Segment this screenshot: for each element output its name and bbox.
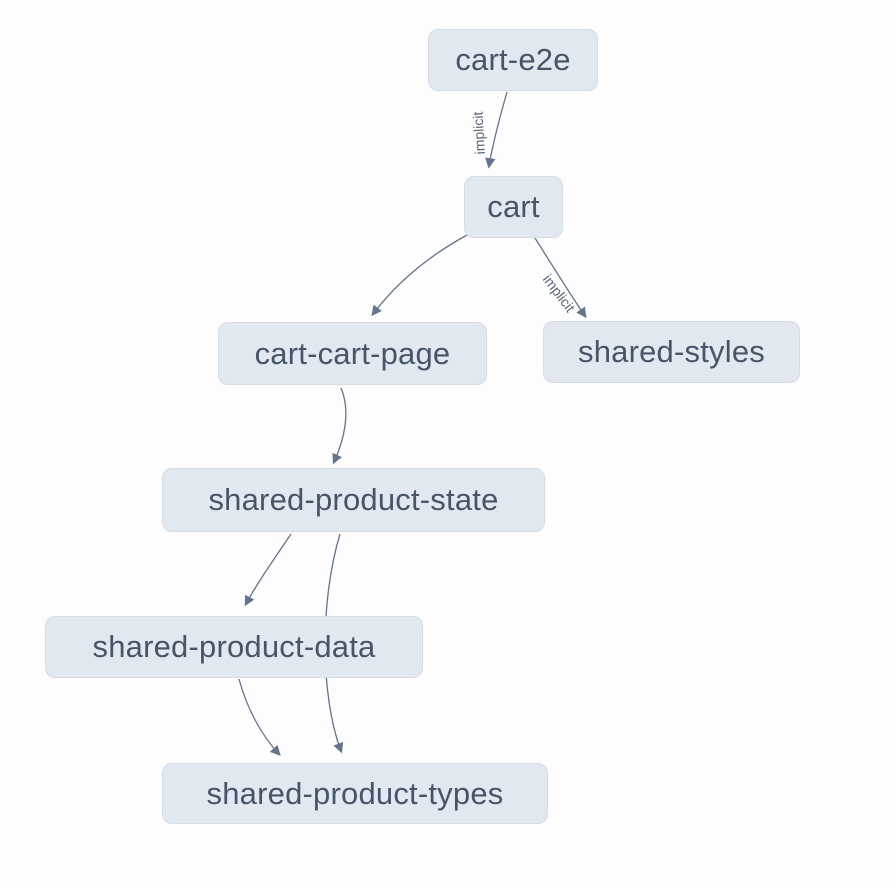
node-shared-styles[interactable]: shared-styles: [543, 321, 800, 383]
edge-label-implicit-shared-styles: implicit: [540, 271, 579, 315]
edge-shared-product-data-to-shared-product-types: [238, 678, 281, 756]
node-cart[interactable]: cart: [464, 176, 563, 238]
edge-label-implicit-cart-e2e: implicit: [470, 111, 488, 155]
node-shared-product-data[interactable]: shared-product-data: [45, 616, 423, 678]
node-cart-cart-page[interactable]: cart-cart-page: [218, 322, 487, 385]
edge-shared-product-state-to-shared-product-data: [244, 533, 292, 607]
edge-cart-to-cart-cart-page: [371, 234, 468, 317]
edge-cart-to-shared-styles: [534, 237, 587, 319]
node-cart-e2e[interactable]: cart-e2e: [428, 29, 598, 91]
node-shared-product-state[interactable]: shared-product-state: [162, 468, 545, 532]
edge-cart-cart-page-to-shared-product-state: [332, 387, 347, 465]
node-shared-product-types[interactable]: shared-product-types: [162, 763, 548, 824]
edge-cart-e2e-to-cart: [485, 91, 508, 169]
